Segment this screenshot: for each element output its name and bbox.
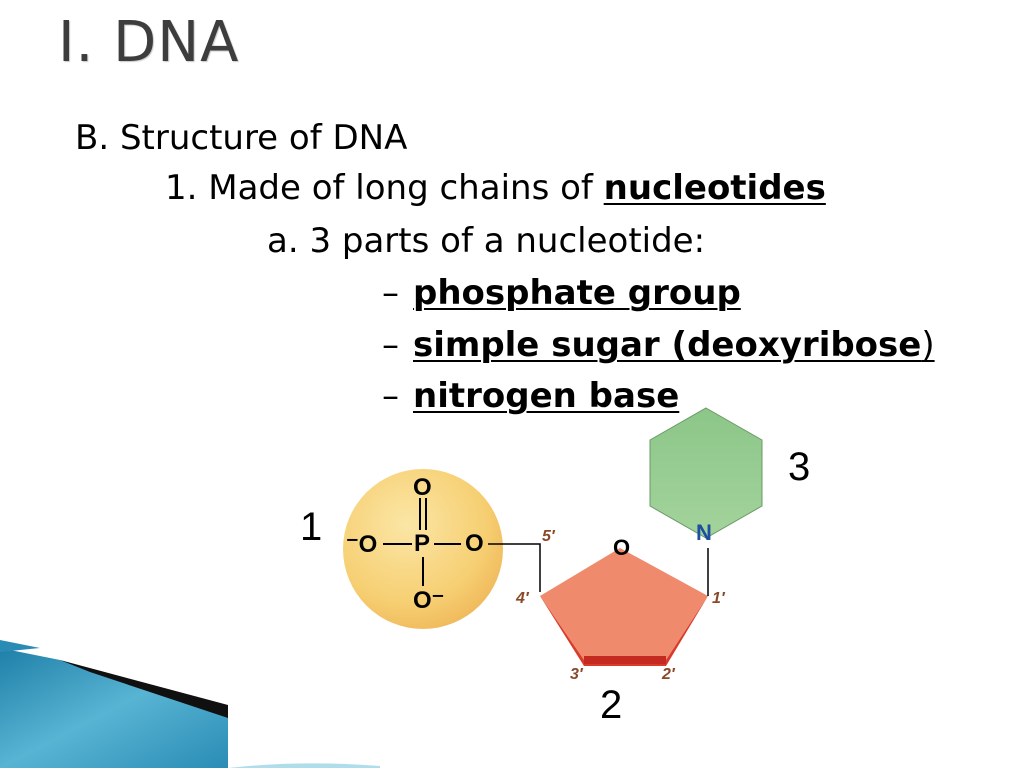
phosphate-left-o: ⁻O [346, 531, 378, 558]
nucleotides-term: nucleotides [603, 168, 826, 208]
part-label: simple sugar (deoxyribose [413, 325, 922, 365]
carbon-5-label: 5′ [542, 528, 555, 545]
carbon-2-label: 2′ [662, 666, 675, 683]
item-1: 1. Made of long chains of nucleotides [165, 168, 826, 208]
base-hexagon [649, 407, 763, 539]
item-1-text: 1. Made of long chains of [165, 168, 604, 208]
phosphate-right-o: O [465, 530, 484, 557]
part-base: –nitrogen base [382, 376, 679, 416]
carbon-3-label: 3′ [570, 666, 583, 683]
part-phosphate: –phosphate group [382, 273, 741, 313]
part-sugar: –simple sugar (deoxyribose) [382, 325, 935, 365]
base-n: N [696, 520, 712, 545]
slide-title: I. DNA [58, 10, 240, 75]
sugar-pentagon [540, 548, 708, 660]
carbon-4-label: 4′ [516, 590, 529, 607]
phosphate-circle [343, 469, 503, 629]
heading-b: B. Structure of DNA [75, 118, 408, 158]
phosphate-p: P [414, 530, 431, 557]
sugar-ring-o: O [613, 535, 631, 560]
phosphate-bottom-o: O⁻ [413, 587, 445, 614]
bullet-dash: – [382, 376, 399, 416]
item-a: a. 3 parts of a nucleotide: [267, 221, 706, 261]
part-suffix: ) [921, 325, 935, 365]
number-base: 3 [788, 445, 811, 489]
bullet-dash: – [382, 325, 399, 365]
carbon-1-label: 1′ [712, 590, 725, 607]
number-sugar: 2 [600, 683, 623, 727]
phosphate-top-o: O [413, 474, 432, 501]
number-phosphate: 1 [300, 505, 323, 549]
bullet-dash: – [382, 273, 399, 313]
part-label: nitrogen base [413, 376, 680, 416]
part-label: phosphate group [413, 273, 741, 313]
